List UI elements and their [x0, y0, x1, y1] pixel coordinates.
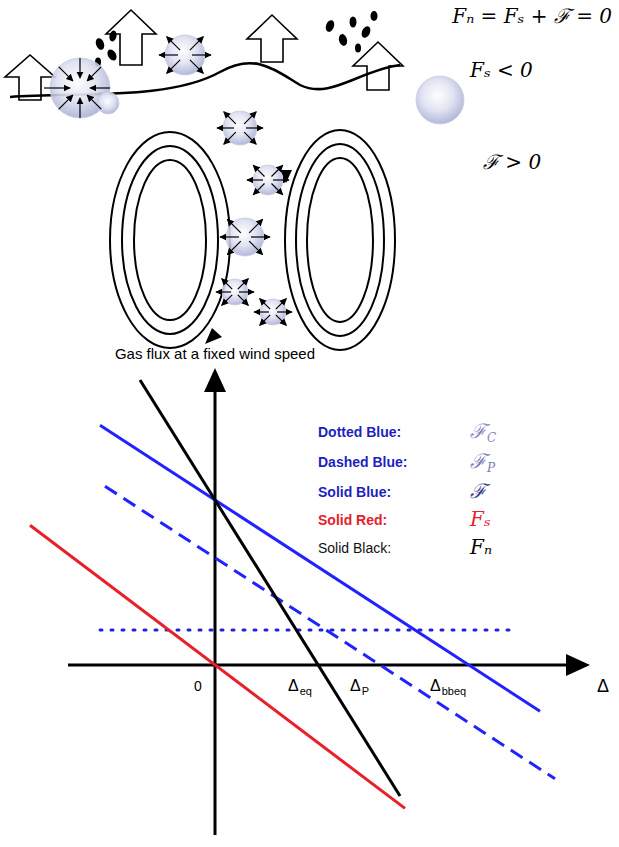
flow-arrow	[205, 328, 222, 344]
gas-arrow	[227, 219, 241, 233]
tick-subscript: P	[362, 685, 369, 698]
gas-arrow	[190, 37, 204, 51]
legend-text: Dotted Blue:	[318, 424, 401, 441]
gas-arrow	[277, 311, 292, 312]
gas-arrow	[216, 291, 231, 292]
gas-arrow	[249, 241, 263, 255]
gas-arrow	[159, 54, 178, 55]
gas-arrow	[90, 87, 110, 88]
gas-arrow	[254, 311, 269, 312]
gas-arrow	[246, 127, 263, 128]
gas-arrow	[190, 60, 204, 74]
equation-label: ℱ > 0	[483, 150, 541, 174]
axis-tick-label: Δ	[350, 676, 361, 695]
upward-flux-arrow	[106, 10, 156, 65]
spray-droplet	[355, 44, 361, 53]
legend-symbol: ℱ	[470, 419, 486, 443]
eddy-loop	[110, 132, 230, 348]
gas-arrow	[220, 236, 239, 237]
gas-arrow	[249, 219, 263, 233]
gas-arrow	[59, 67, 73, 81]
legend-symbol: ℱ	[470, 479, 486, 503]
gas-arrow	[247, 179, 263, 180]
gas-arrow	[44, 87, 70, 88]
gas-arrow	[59, 95, 73, 109]
gas-arrow	[272, 165, 283, 176]
legend-symbol: Fₙ	[470, 535, 492, 559]
gas-arrow	[238, 295, 249, 306]
gas-arrow	[222, 279, 233, 290]
gas-arrow	[260, 315, 271, 326]
equation-label: Fₙ = Fₛ + ℱ = 0	[452, 4, 612, 28]
gas-arrow	[253, 184, 264, 195]
gas-arrow	[167, 37, 181, 51]
gas-arrow	[87, 95, 101, 109]
legend-text: Solid Blue:	[318, 484, 391, 501]
gas-arrow	[244, 112, 256, 124]
tick-subscript: bbeq	[442, 685, 466, 698]
symbol-subscript: C	[487, 431, 496, 445]
bubble	[97, 92, 119, 114]
gas-arrow	[87, 67, 101, 81]
spray-droplet	[371, 11, 378, 21]
equation-label: Fₛ < 0	[470, 58, 533, 82]
bubble	[416, 76, 464, 124]
axis-title: Gas flux at a fixed wind speed	[115, 345, 315, 363]
eddy-loop	[134, 160, 206, 320]
upward-flux-arrow	[247, 15, 297, 62]
eddy-loop	[296, 144, 384, 336]
gas-arrow	[224, 132, 236, 144]
axis-tick-label: Δ	[430, 676, 441, 695]
eddy-loop	[307, 158, 373, 322]
gas-arrow	[272, 184, 283, 195]
gas-arrow	[224, 112, 236, 124]
gas-arrow	[79, 98, 80, 118]
legend-symbol: ℱ	[470, 449, 486, 473]
gas-arrow	[276, 299, 287, 310]
eddy-loop	[122, 146, 218, 334]
gas-arrow	[251, 236, 270, 237]
legend-text: Dashed Blue:	[318, 454, 407, 471]
y-axis	[214, 388, 217, 835]
legend-text: Solid Red:	[318, 512, 387, 529]
spray-droplet	[350, 17, 357, 28]
gas-arrow	[222, 295, 233, 306]
gas-arrow	[217, 127, 234, 128]
solid-black-line	[140, 380, 400, 796]
gas-arrow	[167, 60, 181, 74]
eddy-loop	[285, 130, 395, 350]
spray-droplet	[106, 48, 119, 62]
axis-arrow-head	[566, 654, 590, 676]
spray-droplet	[94, 37, 106, 51]
axis-tick-label: 0	[194, 678, 202, 695]
gas-arrow	[192, 54, 211, 55]
axis-tick-label: Δ	[288, 676, 299, 695]
dotted-blue-line	[100, 629, 515, 632]
spray-droplet	[108, 30, 118, 42]
gas-arrow	[244, 132, 256, 144]
spray-droplet	[360, 25, 372, 39]
upward-flux-arrow	[5, 55, 55, 100]
legend-text: Solid Black:	[318, 540, 391, 557]
gas-arrow	[260, 299, 271, 310]
legend-symbol: Fₛ	[470, 507, 491, 531]
gas-arrow	[276, 315, 287, 326]
tick-subscript: eq	[300, 685, 312, 698]
solid-red-line	[30, 525, 405, 808]
gas-arrow	[79, 58, 80, 78]
spray-droplet	[338, 33, 349, 47]
symbol-subscript: P	[487, 461, 495, 475]
gas-arrow	[273, 179, 289, 180]
gas-arrow	[253, 165, 264, 176]
axis-label: Δ	[597, 676, 609, 698]
gas-arrow	[227, 241, 241, 255]
axis-arrow-head	[204, 368, 226, 392]
gas-arrow	[238, 279, 249, 290]
gas-arrow	[239, 291, 254, 292]
spray-droplet	[324, 19, 336, 33]
